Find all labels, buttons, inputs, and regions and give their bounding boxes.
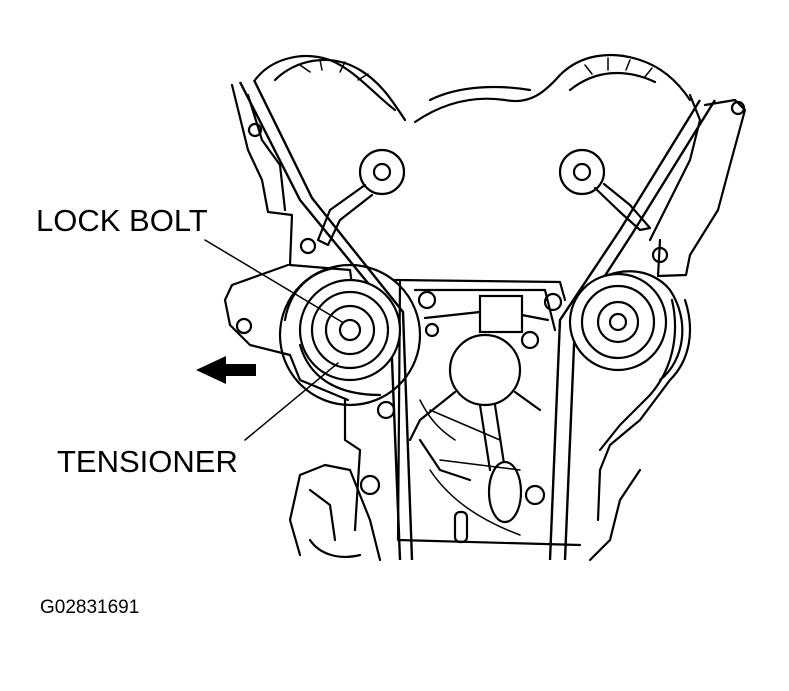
- lock-bolt-label: LOCK BOLT: [36, 203, 208, 238]
- oil-pump-housing: [393, 278, 582, 547]
- camshaft-sprockets: [253, 53, 692, 124]
- tensioner-leader-line: [244, 362, 339, 441]
- lock-bolt-leader-line: [204, 239, 343, 323]
- tensioner-label: TENSIONER: [57, 444, 238, 479]
- left-arrow-icon: [196, 356, 256, 384]
- upper-bosses: [316, 148, 652, 247]
- lower-cover: [288, 398, 396, 562]
- idler-pulley: [568, 270, 684, 382]
- figure-code: G02831691: [40, 597, 140, 618]
- tensioner-pulley: [278, 263, 422, 407]
- timing-cover: [223, 83, 747, 562]
